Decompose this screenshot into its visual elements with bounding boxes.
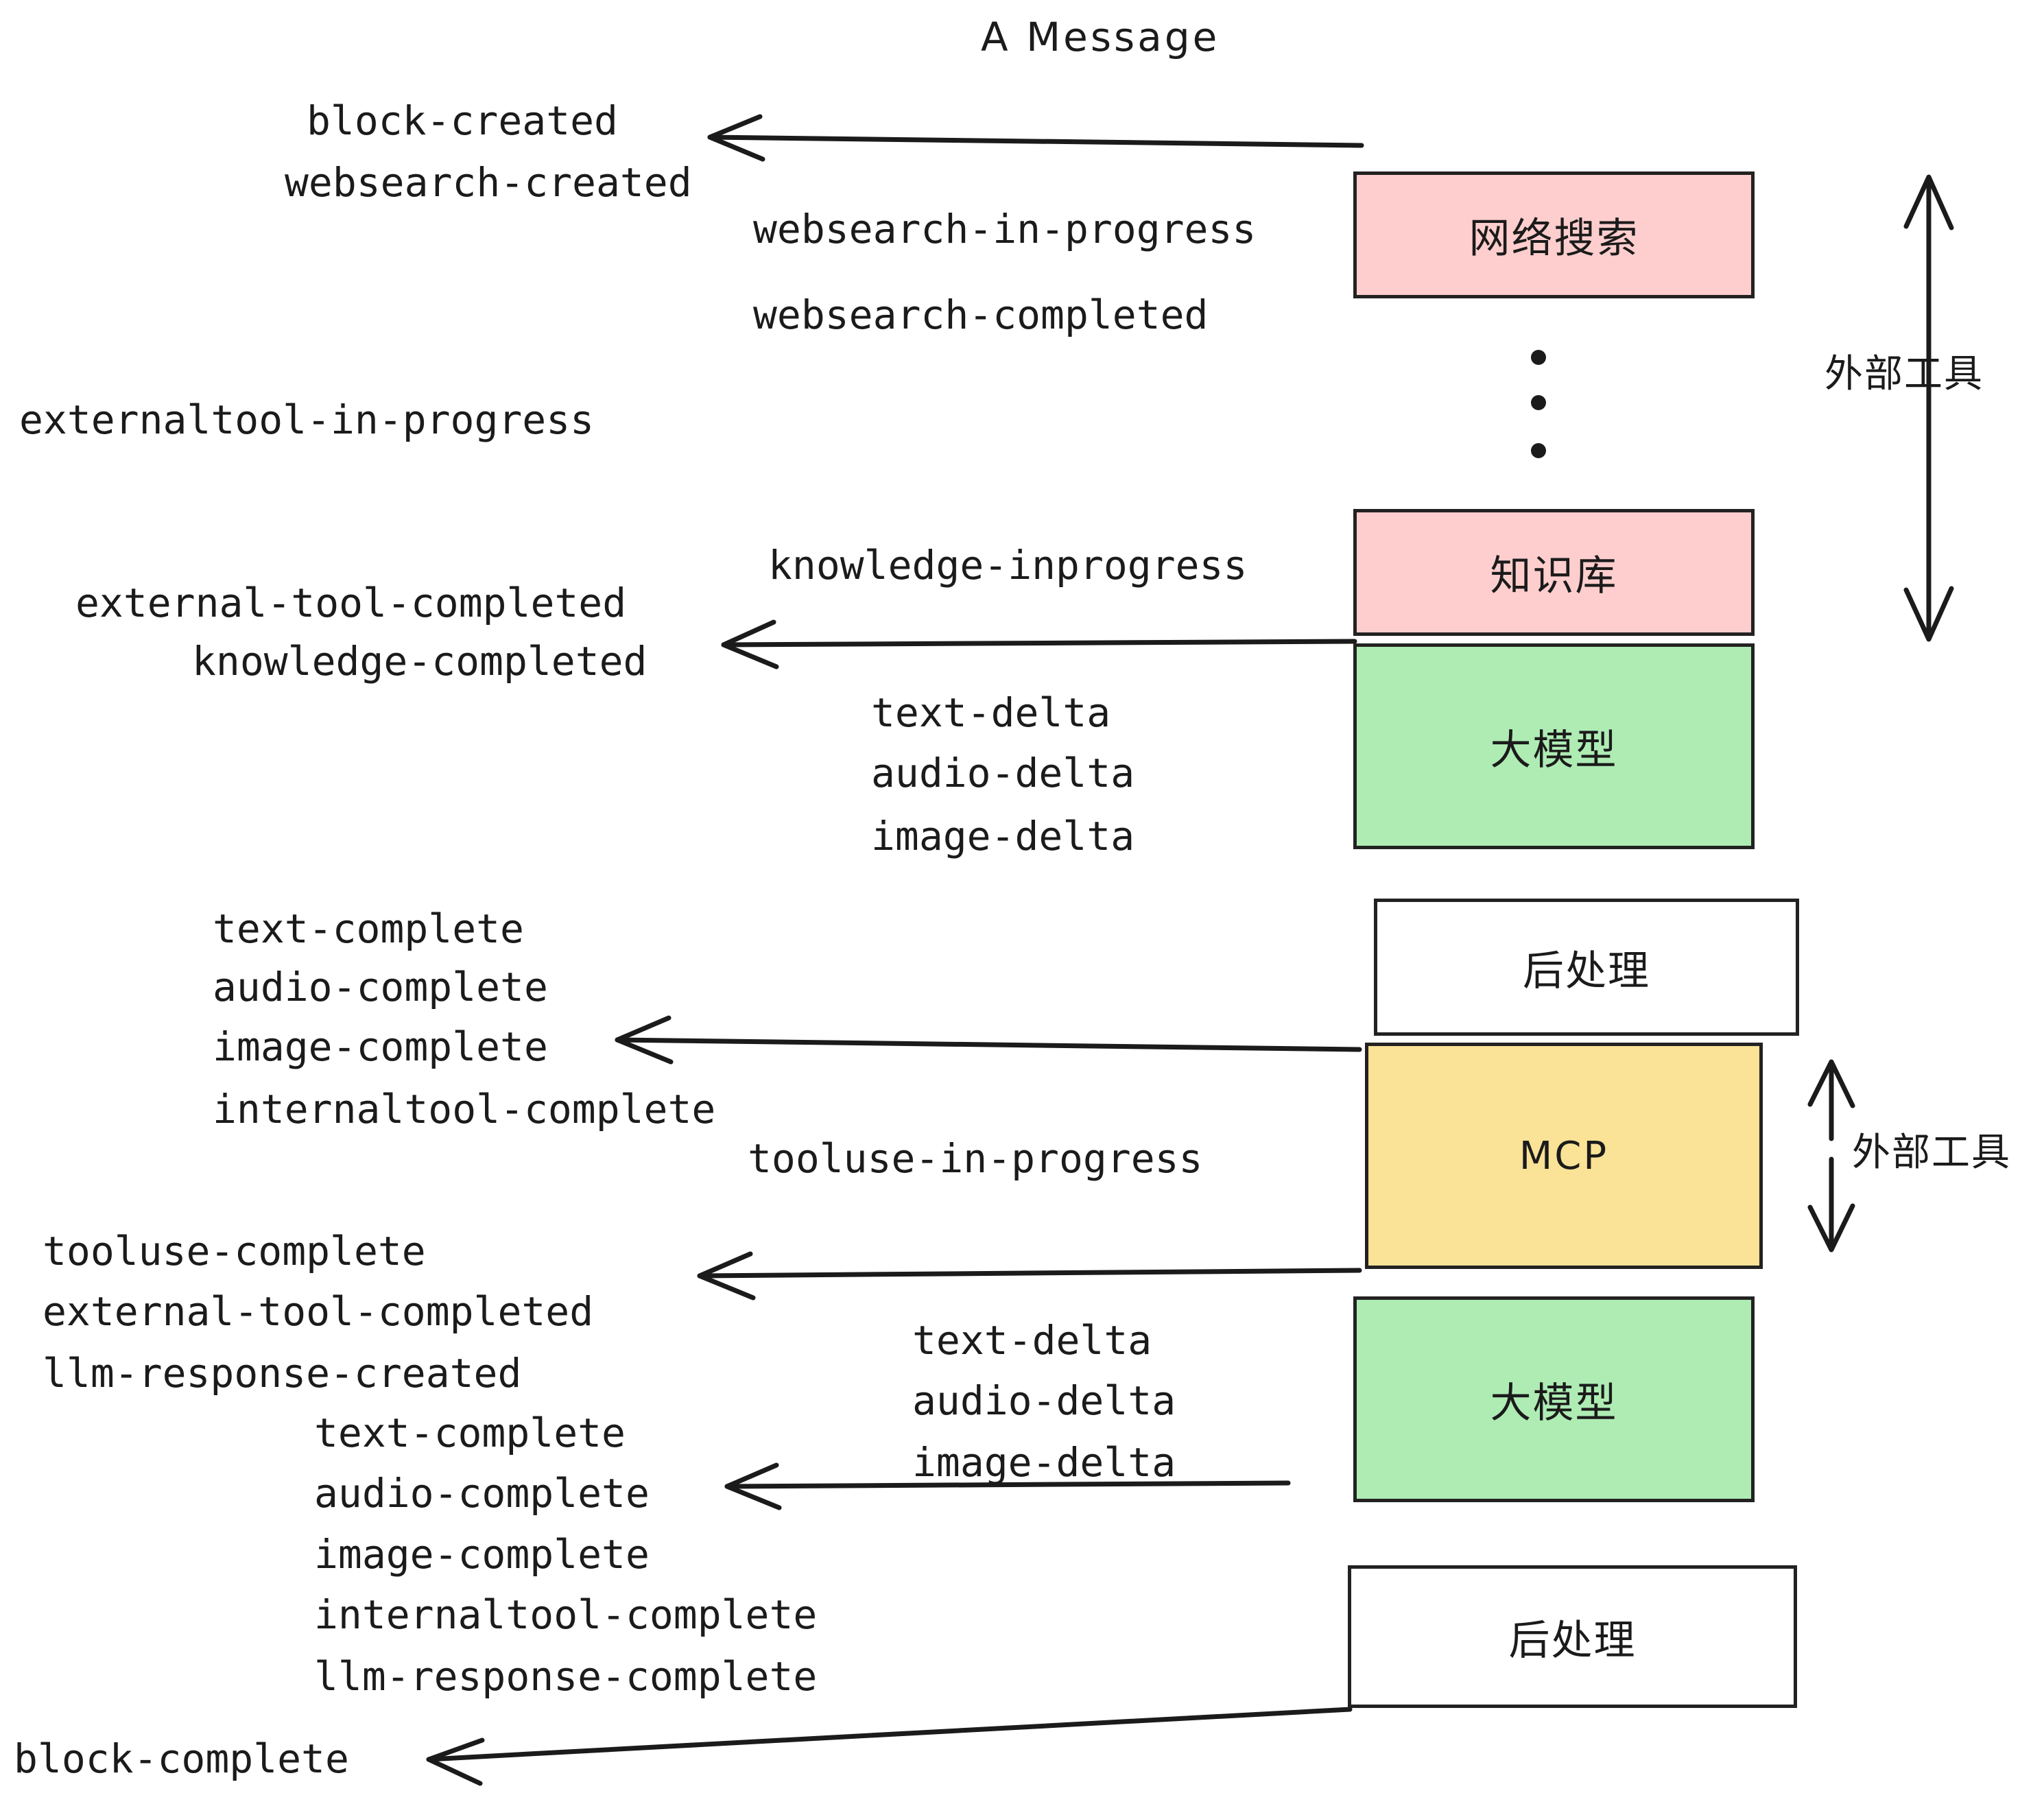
- box-mcp-label: MCP: [1519, 1133, 1609, 1178]
- ellipsis-dot: [1531, 443, 1546, 458]
- event-llm-response-complete: llm-response-complete: [314, 1653, 818, 1700]
- ellipsis-dot: [1531, 395, 1546, 410]
- event-external-tool-completed-1: external-tool-completed: [75, 580, 627, 626]
- event-tooluse-in-progress: tooluse-in-progress: [748, 1135, 1203, 1182]
- event-internaltool-complete-1: internaltool-complete: [213, 1086, 716, 1132]
- arrow-postprocess-to-block-complete: [426, 1707, 1353, 1786]
- arrow-external-tools-bottom: [1807, 1059, 1855, 1253]
- box-knowledge[interactable]: 知识库: [1353, 509, 1755, 636]
- box-postprocess-top[interactable]: 后处理: [1374, 899, 1799, 1036]
- box-knowledge-label: 知识库: [1490, 552, 1618, 600]
- arrow-mcp-to-tooluse-complete: [697, 1251, 1362, 1301]
- event-tooluse-complete: tooluse-complete: [43, 1228, 426, 1274]
- event-audio-complete-1: audio-complete: [213, 964, 548, 1010]
- box-llm-bottom-label: 大模型: [1490, 1379, 1618, 1427]
- box-postprocess-bottom[interactable]: 后处理: [1348, 1565, 1797, 1708]
- page-title: A Message: [981, 14, 1220, 60]
- event-text-delta-1: text-delta: [871, 689, 1111, 736]
- label-external-tools-bottom: 外部工具: [1852, 1130, 2011, 1175]
- event-audio-delta-2: audio-delta: [912, 1377, 1176, 1424]
- event-audio-complete-2: audio-complete: [314, 1470, 650, 1517]
- event-websearch-completed: websearch-completed: [753, 292, 1209, 338]
- event-external-tool-completed-2: external-tool-completed: [43, 1288, 594, 1335]
- box-mcp[interactable]: MCP: [1365, 1043, 1763, 1269]
- box-llm-bottom[interactable]: 大模型: [1353, 1296, 1755, 1502]
- event-knowledge-completed: knowledge-completed: [192, 638, 647, 685]
- label-external-tools-top: 外部工具: [1825, 352, 1984, 396]
- box-llm-top-label: 大模型: [1490, 726, 1618, 774]
- arrow-external-tools-top: [1903, 174, 1954, 642]
- event-externaltool-in-progress: externaltool-in-progress: [19, 396, 595, 443]
- box-websearch-label: 网络搜索: [1469, 215, 1639, 263]
- event-image-delta-2: image-delta: [912, 1439, 1176, 1486]
- event-audio-delta-1: audio-delta: [871, 750, 1135, 796]
- box-websearch[interactable]: 网络搜索: [1353, 171, 1755, 298]
- event-block-created: block-created: [307, 97, 618, 144]
- arrow-knowledge-to-knowledge-completed: [721, 619, 1357, 669]
- arrow-websearch-to-block-created: [707, 114, 1364, 162]
- box-postprocess-bottom-label: 后处理: [1508, 1616, 1637, 1665]
- event-websearch-in-progress: websearch-in-progress: [753, 206, 1257, 252]
- ellipsis-dot: [1531, 350, 1546, 365]
- event-image-delta-1: image-delta: [871, 813, 1135, 859]
- event-image-complete-1: image-complete: [213, 1023, 548, 1070]
- arrow-mcp-to-image-complete: [615, 1015, 1362, 1065]
- event-websearch-created: websearch-created: [285, 159, 692, 206]
- event-internaltool-complete-2: internaltool-complete: [314, 1591, 818, 1638]
- box-postprocess-top-label: 后处理: [1523, 947, 1650, 995]
- event-text-delta-2: text-delta: [912, 1317, 1152, 1364]
- event-text-complete-2: text-complete: [314, 1410, 626, 1456]
- event-knowledge-inprogress: knowledge-inprogress: [768, 542, 1248, 589]
- box-llm-top[interactable]: 大模型: [1353, 643, 1755, 849]
- event-image-complete-2: image-complete: [314, 1531, 650, 1578]
- event-llm-response-created: llm-response-created: [43, 1350, 522, 1397]
- event-text-complete-1: text-complete: [213, 905, 524, 952]
- event-block-complete: block-complete: [14, 1735, 349, 1782]
